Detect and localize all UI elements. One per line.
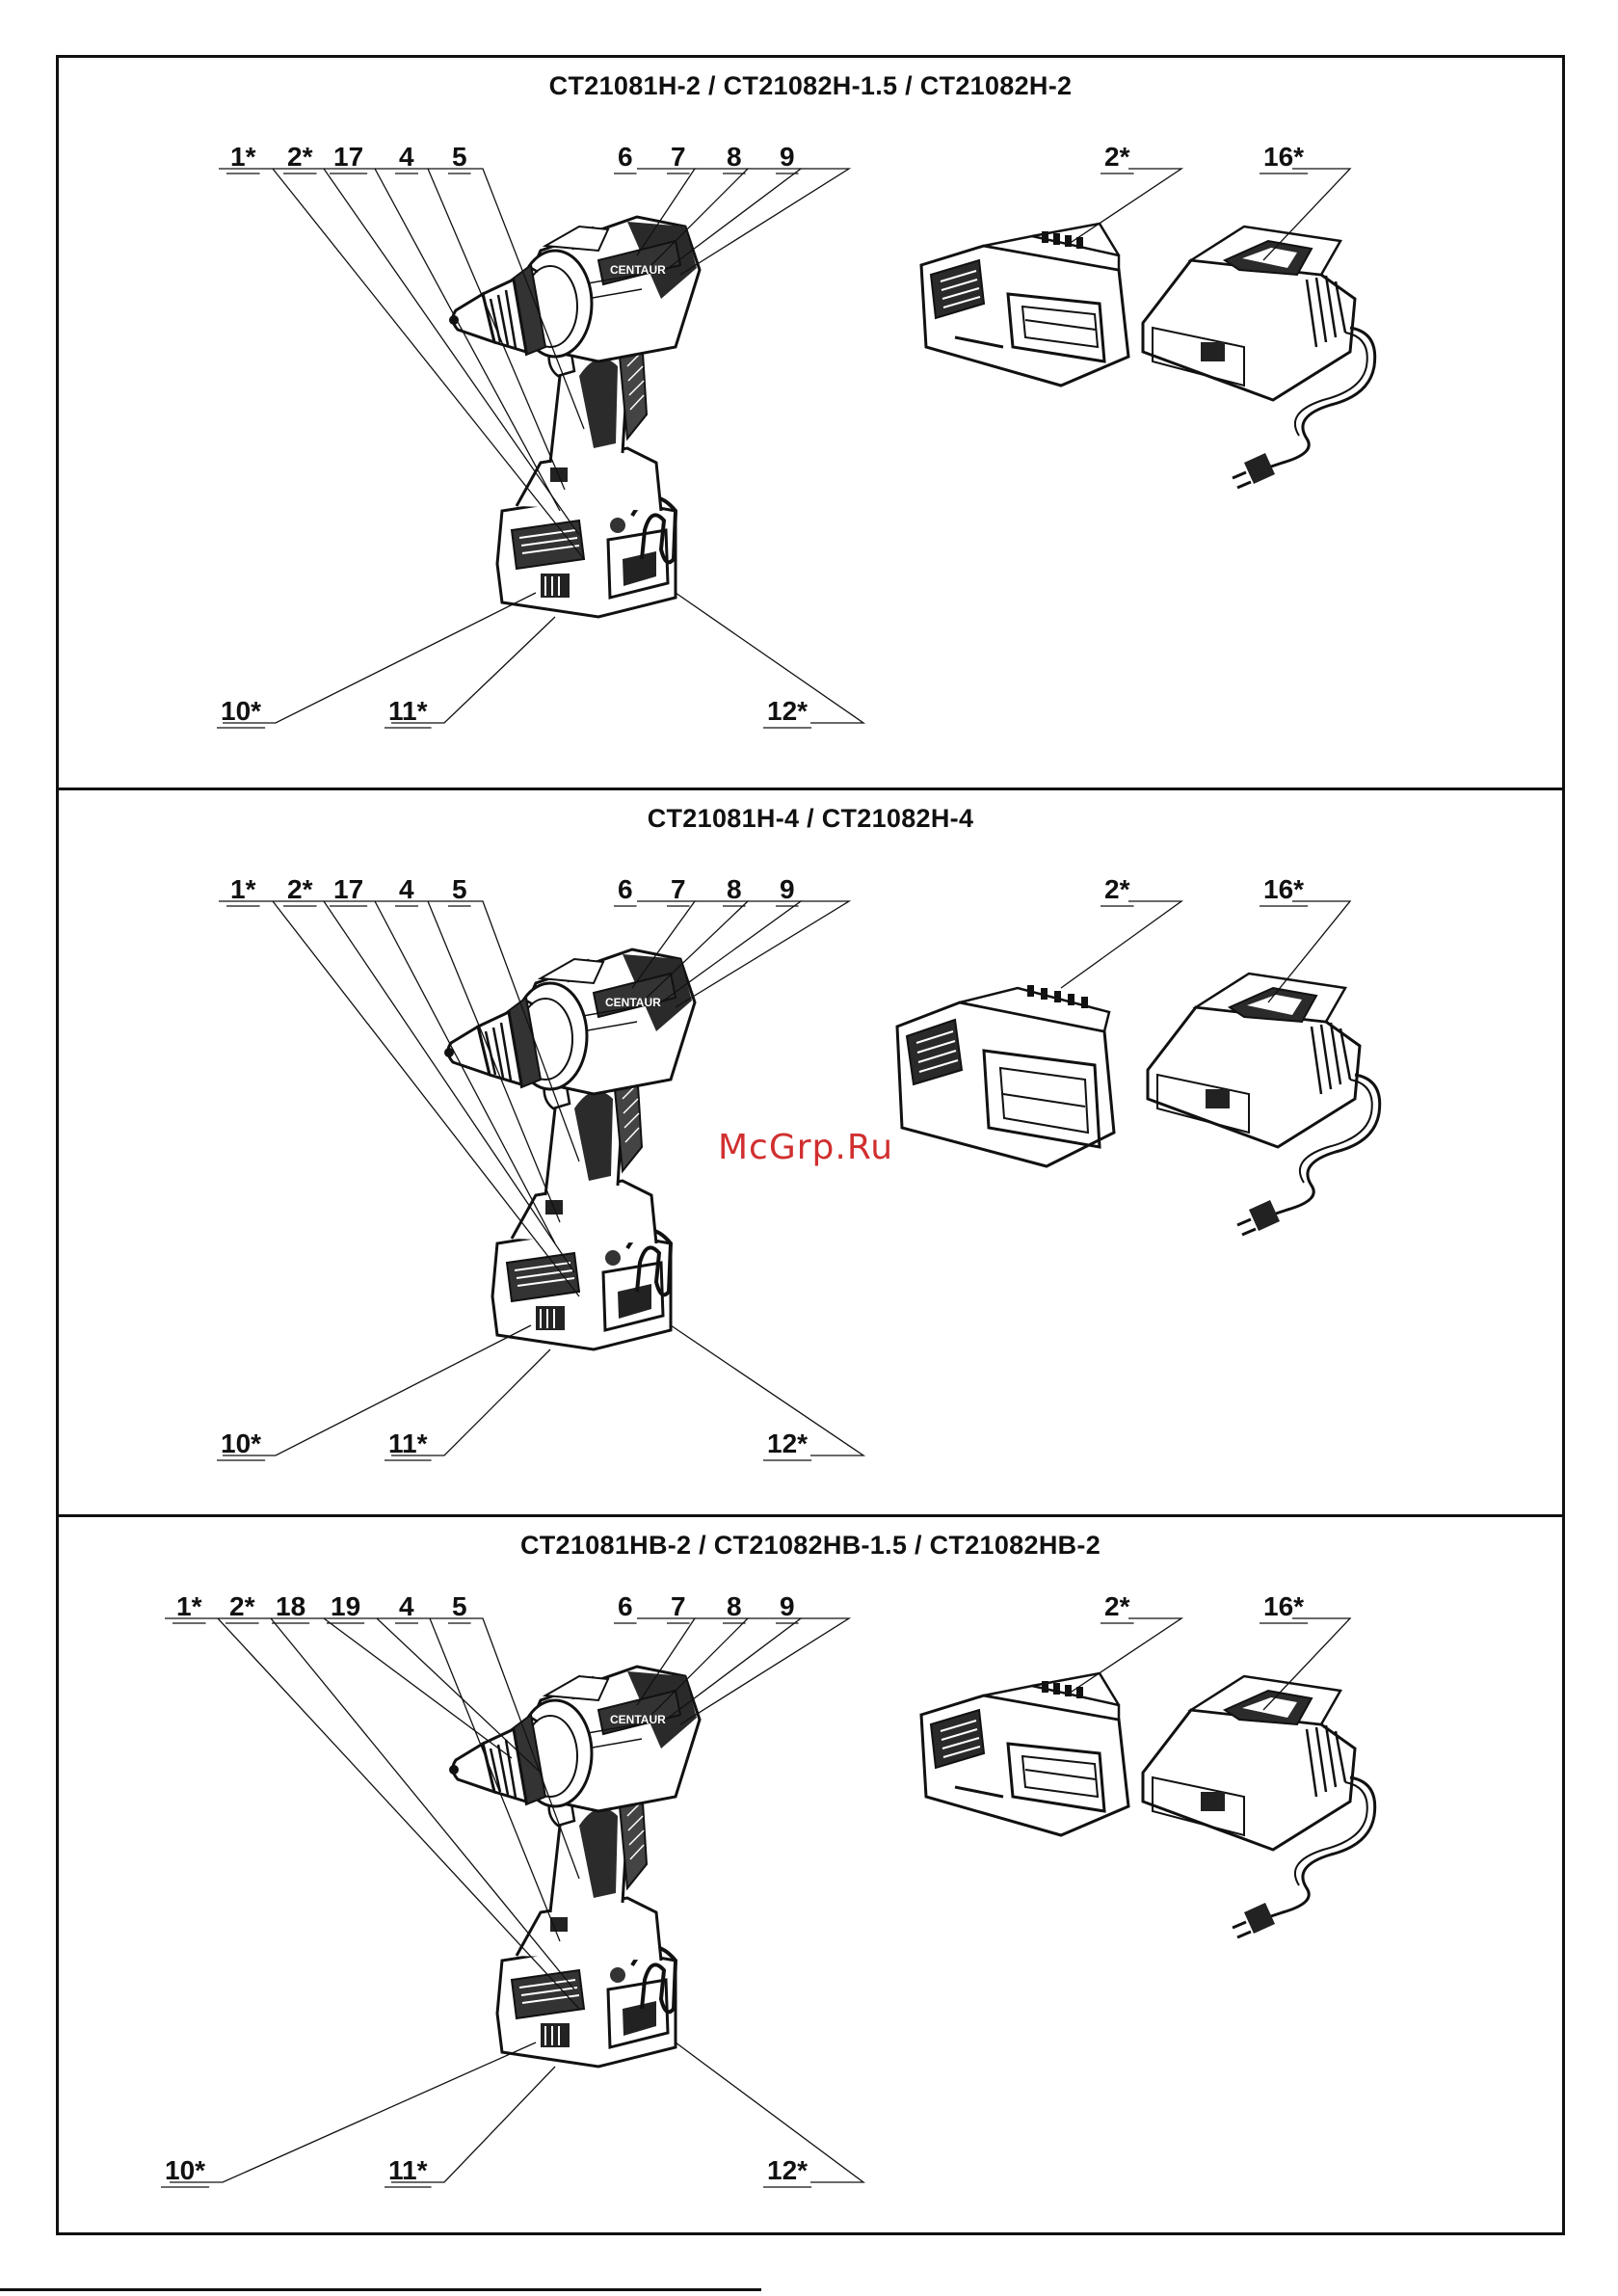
battery-illustration: [921, 224, 1128, 386]
watermark: McGrp.Ru: [718, 1128, 893, 1167]
callout-label: 2*: [1104, 142, 1130, 172]
callout-label: 10*: [221, 1428, 261, 1458]
callout-label: 6: [618, 142, 633, 172]
callout-label: 17: [333, 874, 363, 904]
footer-rule: [0, 2288, 761, 2291]
leader-lines: [219, 169, 1350, 723]
callout-label: 5: [452, 874, 467, 904]
panel-1: CT21081H-2 / CT21082H-1.5 / CT21082H-2: [59, 58, 1562, 788]
callout-label: 4: [399, 1591, 414, 1621]
charger-illustration: [1143, 227, 1375, 488]
callout-label: 19: [331, 1591, 360, 1621]
callout-label: 18: [276, 1591, 305, 1621]
callout-label: 6: [618, 1591, 633, 1621]
callout-label: 4: [399, 874, 414, 904]
callout-label: 5: [452, 142, 467, 172]
callout-label: 10*: [221, 696, 261, 726]
callout-label: 2*: [1104, 1591, 1130, 1621]
callout-label: 2*: [287, 874, 313, 904]
leader-lines: [165, 1618, 1350, 2182]
battery-illustration: [897, 985, 1114, 1166]
callout-label: 9: [780, 1591, 795, 1621]
callout-label: 1*: [230, 874, 256, 904]
callout-label: 16*: [1263, 1591, 1304, 1621]
callout-label: 1*: [230, 142, 256, 172]
callout-label: 8: [727, 1591, 742, 1621]
callout-label: 7: [671, 142, 686, 172]
battery-illustration: [921, 1673, 1128, 1835]
callout-label: 16*: [1263, 874, 1304, 904]
callout-label: 7: [671, 874, 686, 904]
callout-label: 12*: [767, 1428, 808, 1458]
callout-label: 17: [333, 142, 363, 172]
charger-illustration: [1143, 1676, 1375, 1937]
callout-label: 8: [727, 142, 742, 172]
callout-label: 8: [727, 874, 742, 904]
callout-label: 9: [780, 874, 795, 904]
panel-3-drawing: 1* 2* 18 19 4 5 6 7 8 9 10* 11* 12* 2* 1…: [59, 1517, 1562, 2235]
panel-1-drawing: CENTAUR: [59, 58, 1562, 785]
callout-label: 10*: [165, 2155, 205, 2185]
callout-label: 11*: [388, 2155, 428, 2185]
callout-label: 1*: [176, 1591, 202, 1621]
drill-illustration: [444, 949, 695, 1349]
callout-label: 2*: [287, 142, 313, 172]
panel-3: CT21081HB-2 / CT21082HB-1.5 / CT21082HB-…: [59, 1514, 1562, 2232]
callout-label: 11*: [388, 696, 428, 726]
callout-label: 11*: [388, 1428, 428, 1458]
callout-label: 12*: [767, 2155, 808, 2185]
callout-label: 2*: [229, 1591, 255, 1621]
callout-label: 12*: [767, 696, 808, 726]
callout-label: 6: [618, 874, 633, 904]
drill-illustration: [449, 217, 700, 617]
callout-label: 4: [399, 142, 414, 172]
leader-lines: [219, 901, 1350, 1455]
callout-label: 5: [452, 1591, 467, 1621]
callout-label: 16*: [1263, 142, 1304, 172]
callout-label: 7: [671, 1591, 686, 1621]
callout-label: 2*: [1104, 874, 1130, 904]
callout-label: 9: [780, 142, 795, 172]
charger-illustration: [1148, 974, 1380, 1235]
